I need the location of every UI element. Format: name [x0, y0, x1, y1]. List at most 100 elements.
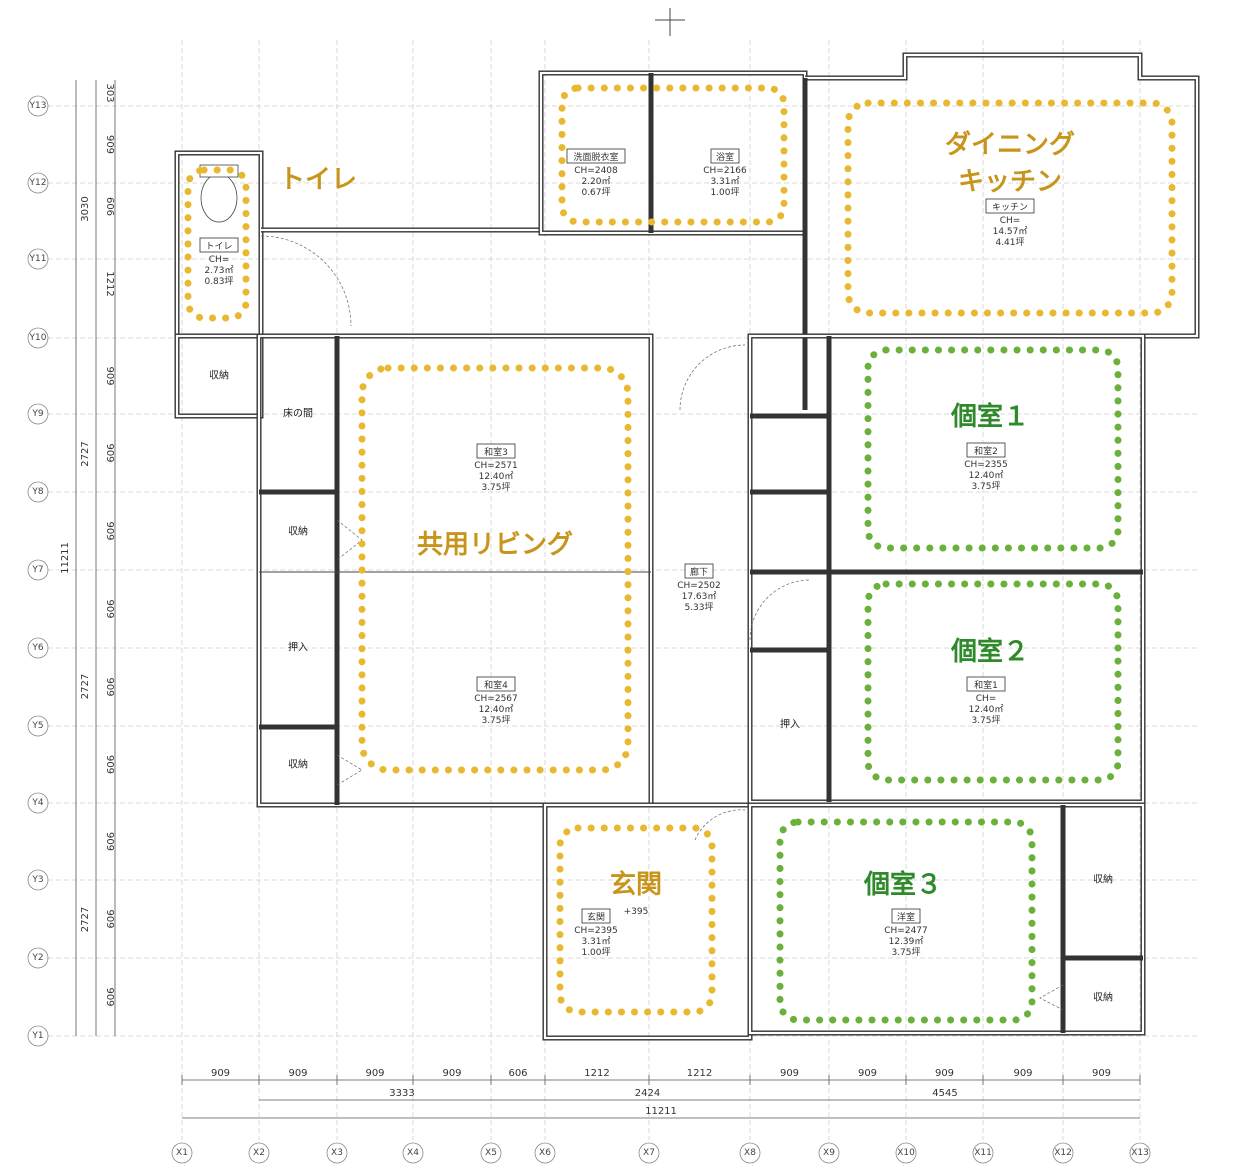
grid-bubble-y	[27, 947, 49, 969]
room-name-washroom: 洗面脱衣室	[573, 151, 618, 163]
dim-text-left-1: 909	[104, 599, 115, 618]
grid-label-y: Y2	[31, 953, 43, 963]
dim-text-bottom-1: 909	[211, 1068, 230, 1079]
zone-room1-outline	[864, 346, 1122, 552]
room-ch-washitsu4: CH=2567	[474, 694, 518, 704]
grid-label-x: X13	[1131, 1148, 1149, 1158]
room-ch-washitsu1: CH=	[976, 694, 997, 704]
room-labels: トイレCH=2.73㎡0.83坪洗面脱衣室CH=24082.20㎡0.67坪浴室…	[199, 148, 1035, 958]
room-name-washitsu2: 和室2	[974, 445, 998, 457]
room-area-kitchen: 14.57㎡	[993, 226, 1028, 237]
grid-bubble-y	[27, 481, 49, 503]
grid-label-y: Y13	[29, 101, 47, 111]
grid-bubble-x	[402, 1142, 424, 1164]
grid-label-x: X12	[1054, 1148, 1072, 1158]
zone-room3-outline	[776, 818, 1036, 1024]
room-tsubo-kitchen: 4.41坪	[995, 237, 1024, 248]
grid-label-y: Y3	[31, 875, 43, 885]
room-tsubo-washroom: 0.67坪	[581, 187, 610, 198]
room-area-washitsu1: 12.40㎡	[969, 704, 1004, 715]
room-tsubo-western: 3.75坪	[891, 947, 920, 958]
room-tsubo-corridor: 5.33坪	[684, 602, 713, 613]
zone-label-dining-2: キッチン	[958, 167, 1062, 197]
toilet-fixture	[200, 173, 238, 223]
dim-text-left-1: 909	[104, 755, 115, 774]
room-name-box-washitsu3	[476, 443, 516, 459]
room-area-washroom: 2.20㎡	[581, 176, 610, 187]
dim-text-left-2: 3030	[80, 196, 91, 221]
dim-text-bottom-1: 909	[858, 1068, 877, 1079]
storage-label-room3-2: 収納	[1093, 991, 1113, 1004]
room-name-washitsu4: 和室4	[484, 679, 508, 691]
dim-text-left-total: 11211	[60, 542, 71, 574]
room-name-corridor: 廊下	[690, 566, 708, 578]
room-ch-washitsu2: CH=2355	[964, 460, 1008, 470]
grid-label-y: Y4	[31, 798, 43, 808]
zone-toilet-outline	[184, 166, 250, 322]
grid-bubble-x	[638, 1142, 660, 1164]
grid-label-y: Y1	[31, 1031, 43, 1041]
grid-label-x: X4	[407, 1148, 419, 1158]
room-name-washitsu1: 和室1	[974, 679, 998, 691]
room-ch-western: CH=2477	[884, 926, 928, 936]
room-name-box-corridor	[684, 563, 714, 579]
dim-text-bottom-1: 1212	[687, 1068, 712, 1079]
zone-room2-outline	[864, 580, 1122, 784]
grid-bubble-x	[171, 1142, 193, 1164]
room-name-entrance: 玄関	[587, 911, 605, 923]
grid-bubble-y	[27, 95, 49, 117]
room-ch-corridor: CH=2502	[677, 581, 721, 591]
grid-bubble-y	[27, 792, 49, 814]
room-tsubo-washitsu3: 3.75坪	[481, 482, 510, 493]
dim-text-bottom-2: 2424	[635, 1088, 660, 1099]
grid-bubble-x	[1052, 1142, 1074, 1164]
zone-living-outline	[358, 364, 632, 774]
dim-text-bottom-1: 909	[1092, 1068, 1111, 1079]
zone-dining-outline	[844, 99, 1176, 317]
dim-text-bottom-1: 909	[365, 1068, 384, 1079]
dim-text-left-1: 909	[104, 987, 115, 1006]
room-ch-entrance: CH=2395	[574, 926, 618, 936]
entrance-step-label: +395	[624, 907, 649, 917]
grid-label-x: X1	[176, 1148, 188, 1158]
grid-bubble-y	[27, 715, 49, 737]
room-area-washitsu2: 12.40㎡	[969, 470, 1004, 481]
zone-label-room1: 個室１	[950, 401, 1029, 432]
room-tsubo-toilet: 0.83坪	[204, 276, 233, 287]
grid-bubble-x	[1129, 1142, 1151, 1164]
dim-text-bottom-2: 4545	[932, 1088, 957, 1099]
grid-bubble-y	[27, 172, 49, 194]
dim-text-bottom-1: 909	[288, 1068, 307, 1079]
oshiire-label-living: 押入	[288, 641, 308, 654]
room-name-box-washitsu2	[966, 442, 1006, 458]
room-name-box-kitchen	[985, 198, 1035, 214]
grid-label-x: X5	[485, 1148, 497, 1158]
room-ch-toilet: CH=	[209, 255, 230, 265]
grid-label-y: Y10	[29, 333, 47, 343]
grid-label-x: X9	[823, 1148, 835, 1158]
grid-bubble-x	[739, 1142, 761, 1164]
dim-text-bottom-1: 909	[442, 1068, 461, 1079]
room-name-box-western	[891, 908, 921, 924]
room-area-western: 12.39㎡	[889, 936, 924, 947]
room-tsubo-bath: 1.00坪	[710, 187, 739, 198]
grid-bubble-x	[972, 1142, 994, 1164]
dim-text-left-1: 909	[104, 677, 115, 696]
room-name-box-washitsu4	[476, 676, 516, 692]
zone-label-dining-1: ダイニング	[945, 129, 1075, 160]
tokonoma-label: 床の間	[283, 407, 313, 420]
zone-label-room2: 個室２	[950, 636, 1029, 667]
dim-text-left-1: 1212	[104, 271, 115, 296]
grid-label-y: Y9	[31, 409, 43, 419]
room-tsubo-washitsu2: 3.75坪	[971, 481, 1000, 492]
room-name-kitchen: キッチン	[992, 202, 1028, 213]
room-tsubo-washitsu4: 3.75坪	[481, 715, 510, 726]
room-area-toilet: 2.73㎡	[204, 265, 233, 276]
zone-label-living: 共用リビング	[417, 530, 573, 560]
room-name-western: 洋室	[897, 911, 915, 923]
dim-text-bottom-1: 909	[780, 1068, 799, 1079]
grid-label-x: X8	[744, 1148, 756, 1158]
room-tsubo-entrance: 1.00坪	[581, 947, 610, 958]
